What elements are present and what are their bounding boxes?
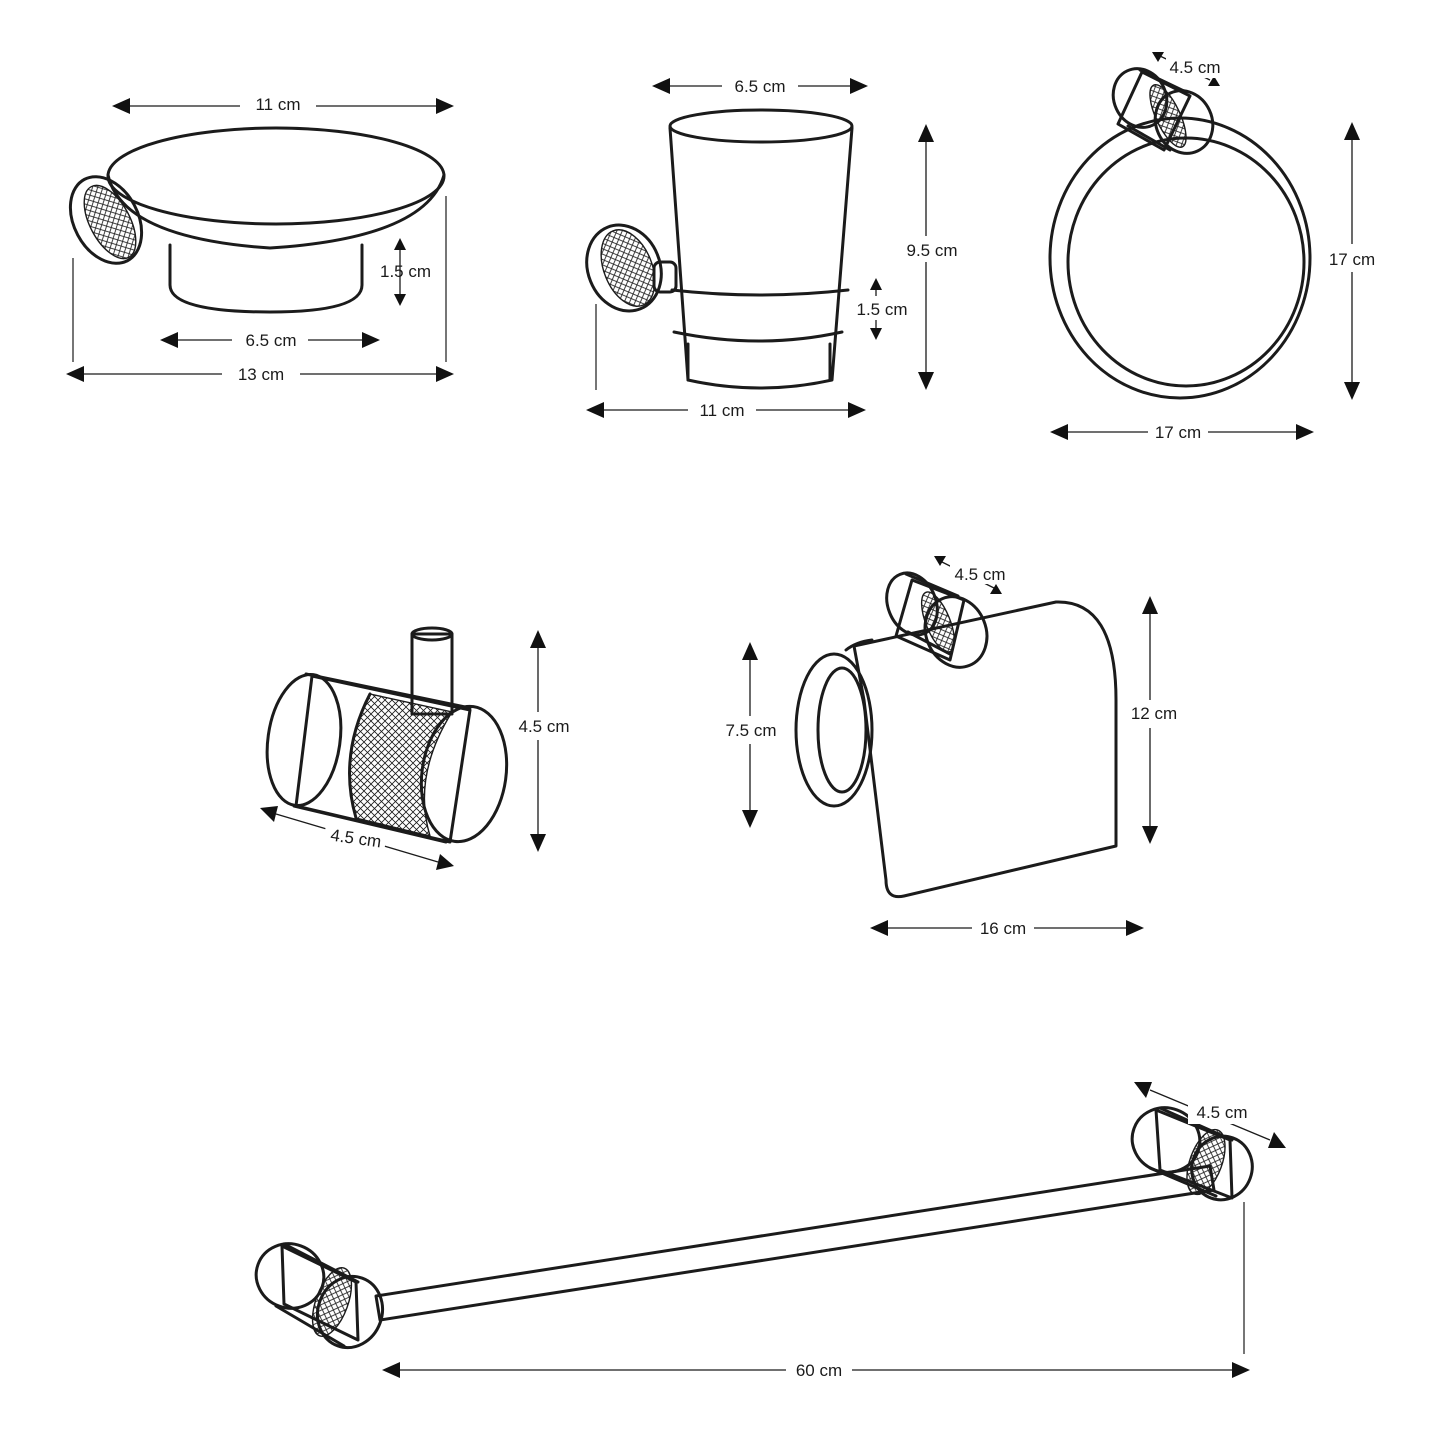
- paper-holder-roll-height-label: 7.5 cm: [725, 721, 776, 740]
- soap-dish-base-width-label: 6.5 cm: [245, 331, 296, 350]
- robe-hook-depth-label: 4.5 cm: [329, 826, 382, 852]
- towel-ring-drawing: [1048, 67, 1312, 400]
- paper-holder-height-label: 12 cm: [1131, 704, 1177, 723]
- robe-hook-drawing: [265, 626, 509, 844]
- soap-dish-drawing: [68, 126, 446, 314]
- paper-holder-drawing: [794, 571, 1118, 899]
- tumbler-cup-width-label: 6.5 cm: [734, 77, 785, 96]
- tumbler-holder-dimensions: 6.5 cm 9.5 cm 1.5 cm 11 cm: [586, 72, 964, 422]
- robe-hook-height-label: 4.5 cm: [518, 717, 569, 736]
- towel-bar-mount-depth-label: 4.5 cm: [1196, 1103, 1247, 1122]
- paper-holder-mount-depth-label: 4.5 cm: [954, 565, 1005, 584]
- towel-ring-width-label: 17 cm: [1155, 423, 1201, 442]
- tumbler-total-width-label: 11 cm: [699, 401, 744, 420]
- towel-ring-dimensions: 4.5 cm 17 cm 17 cm: [1050, 52, 1378, 444]
- paper-holder-width-label: 16 cm: [980, 919, 1026, 938]
- tumbler-ring-height-label: 1.5 cm: [856, 300, 907, 319]
- towel-bar-length-label: 60 cm: [796, 1361, 842, 1380]
- towel-ring-height-label: 17 cm: [1329, 250, 1375, 269]
- towel-bar-drawing: [254, 1106, 1254, 1350]
- soap-dish-top-width-label: 11 cm: [255, 95, 300, 114]
- towel-bar-dimensions: 4.5 cm 60 cm: [382, 1082, 1286, 1382]
- robe-hook-dimensions: 4.5 cm 4.5 cm: [260, 630, 574, 870]
- towel-ring-mount-depth-label: 4.5 cm: [1169, 58, 1220, 77]
- tumbler-holder-drawing: [585, 108, 854, 390]
- soap-dish-base-height-label: 1.5 cm: [380, 262, 431, 281]
- soap-dish-dimensions: 11 cm 1.5 cm 6.5 cm 13 cm: [66, 92, 454, 386]
- soap-dish-total-width-label: 13 cm: [238, 365, 284, 384]
- tumbler-cup-height-label: 9.5 cm: [906, 241, 957, 260]
- paper-holder-dimensions: 4.5 cm 7.5 cm 12 cm 16 cm: [720, 556, 1182, 940]
